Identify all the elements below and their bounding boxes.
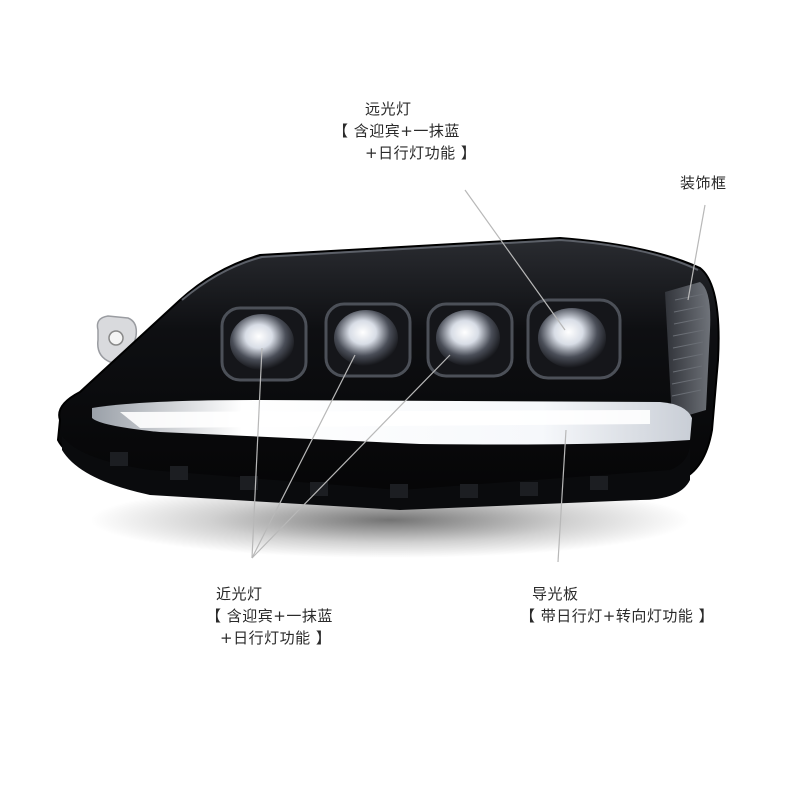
led-strip-glow <box>120 410 650 428</box>
callout-high-beam: 远光灯 【 含迎宾+一抹蓝 +日行灯功能 】 <box>333 98 477 164</box>
low-beam-feature-line-2: +日行灯功能 】 <box>220 629 332 647</box>
side-frame-ribs <box>671 293 705 397</box>
upper-trim-line <box>181 238 699 301</box>
leader-high-beam <box>464 189 566 331</box>
leader-light-guide <box>557 429 567 563</box>
side-trim-frame <box>665 282 711 420</box>
leader-trim-frame <box>687 204 706 301</box>
callout-low-beam: 近光灯 【 含迎宾+一抹蓝 +日行灯功能 】 <box>206 583 333 649</box>
low-beam-feature-line-1: 【 含迎宾+一抹蓝 <box>206 607 333 625</box>
high-beam-title: 远光灯 <box>365 100 412 118</box>
light-guide-feature-line: 【 带日行灯+转向灯功能 】 <box>520 607 715 625</box>
light-guide-title: 导光板 <box>532 585 579 603</box>
projector-lens-3 <box>426 302 514 378</box>
leader-low-beam-1 <box>251 347 263 559</box>
leader-low-beam-3 <box>251 354 451 559</box>
projector-lens-1 <box>220 306 308 382</box>
projector-lens-4 <box>526 298 622 380</box>
callout-light-guide: 导光板 【 带日行灯+转向灯功能 】 <box>520 583 714 627</box>
high-beam-feature-line-2: +日行灯功能 】 <box>365 144 477 162</box>
trim-frame-title: 装饰框 <box>680 174 727 192</box>
leader-lines <box>251 189 706 563</box>
projector-lens-2 <box>324 302 412 378</box>
callout-trim-frame: 装饰框 <box>680 172 727 194</box>
high-beam-feature-line-1: 【 含迎宾+一抹蓝 <box>333 122 460 140</box>
low-beam-title: 近光灯 <box>216 585 263 603</box>
leader-low-beam-2 <box>251 354 356 559</box>
